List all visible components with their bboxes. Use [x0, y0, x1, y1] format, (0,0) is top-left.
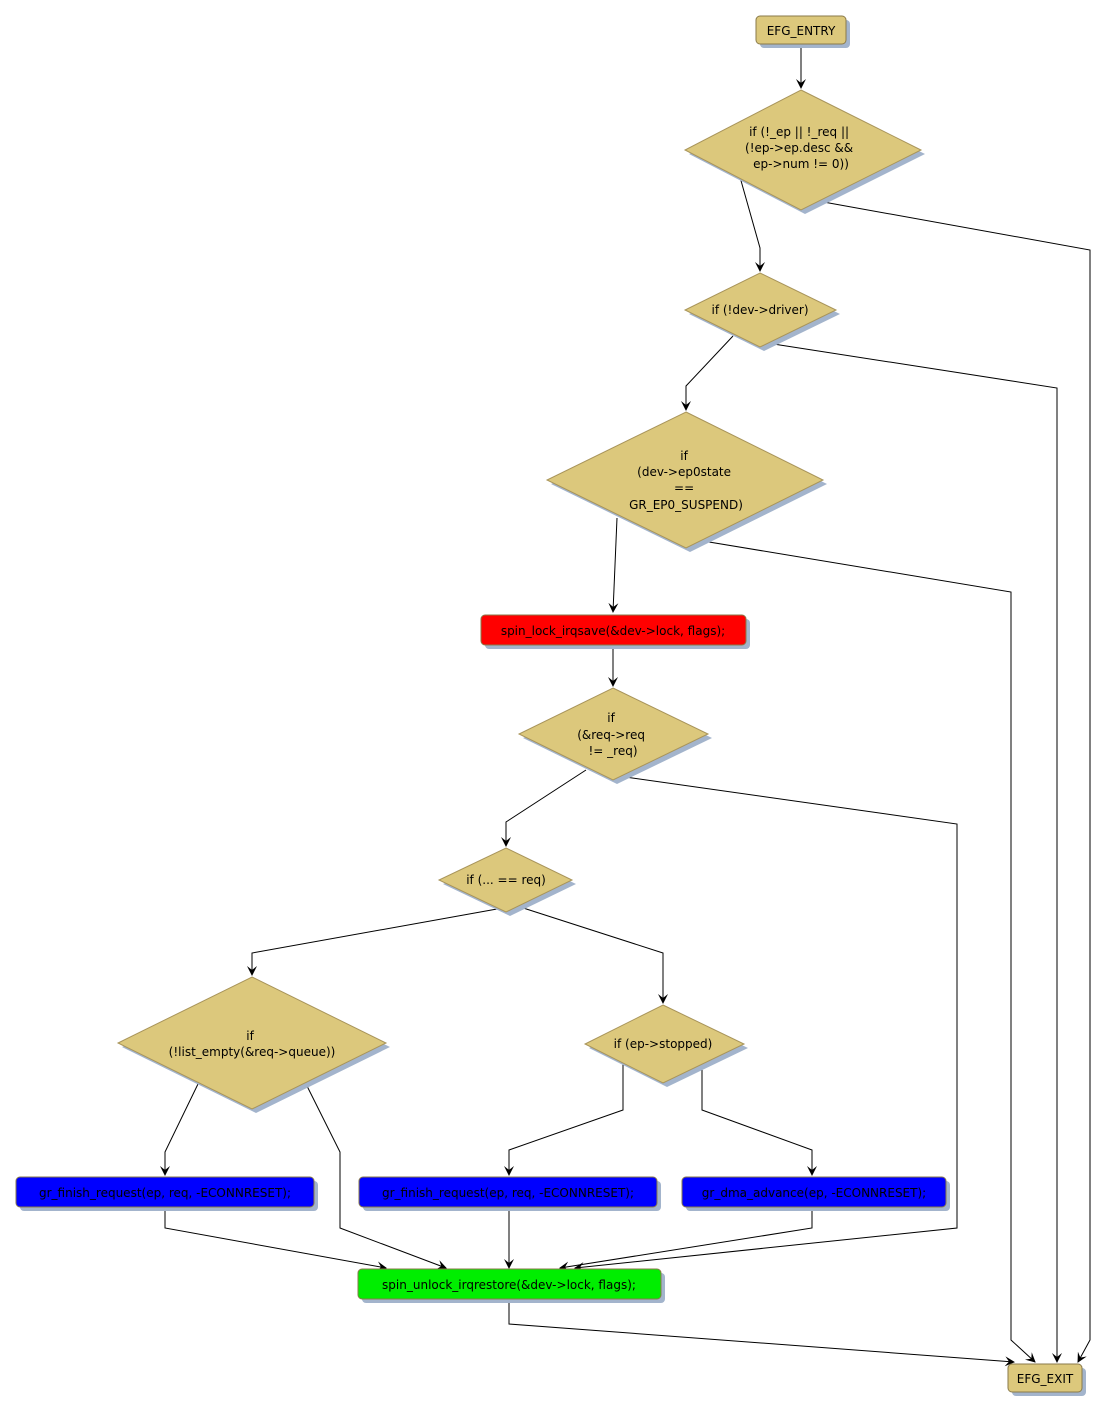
finish-request-node-1[interactable]: gr_finish_request(ep, req, -ECONNRESET); [15, 1176, 318, 1211]
decision-args-check-label: if (!_ep || !_req || (!ep->ep.desc && ep… [745, 125, 857, 171]
decision-suspend-check[interactable]: if (dev->ep0state == GR_EP0_SUSPEND) [545, 411, 827, 552]
unlock-statement-node[interactable]: spin_unlock_irqrestore(&dev->lock, flags… [357, 1268, 665, 1303]
edge-cond-list-empty-to-finish1 [160, 1083, 199, 1176]
edge-cond-list-empty-to-unlock [305, 1083, 447, 1270]
lock-statement-node[interactable]: spin_lock_irqsave(&dev->lock, flags); [480, 614, 750, 649]
decision-suspend-check-label: if (dev->ep0state == GR_EP0_SUSPEND) [629, 449, 743, 512]
finish-request-label-1: gr_finish_request(ep, req, -ECONNRESET); [39, 1186, 291, 1200]
finish-request-node-2[interactable]: gr_finish_request(ep, req, -ECONNRESET); [358, 1176, 661, 1211]
decision-stopped-check[interactable]: if (ep->stopped) [583, 1004, 748, 1087]
exit-node[interactable]: EFG_EXIT [1007, 1363, 1086, 1396]
decision-iter-check[interactable]: if (... == req) [437, 847, 576, 916]
edge-cond-suspend-to-exit [702, 540, 1036, 1363]
decision-list-empty-check[interactable]: if (!list_empty(&req->queue)) [116, 976, 390, 1113]
edge-cond-suspend-to-lock [608, 517, 619, 613]
edge-cond-stopped-to-finish2 [504, 1063, 624, 1176]
edge-cond-iter-to-cond-list-empty [247, 908, 498, 976]
decision-list-empty-check-label: if (!list_empty(&req->queue)) [169, 1029, 336, 1059]
edge-unlock-to-exit [508, 1300, 1015, 1367]
finish-request-label-2: gr_finish_request(ep, req, -ECONNRESET); [382, 1186, 634, 1200]
edge-cond-args-to-cond-driver [737, 169, 765, 272]
decision-driver-check-label: if (!dev->driver) [711, 303, 808, 317]
edge-cond-req-to-cond-iter [501, 769, 587, 847]
edge-cond-args-to-exit [817, 200, 1091, 1363]
decision-args-check[interactable]: if (!_ep || !_req || (!ep->ep.desc && ep… [683, 89, 925, 214]
edge-cond-iter-to-cond-stopped [516, 905, 668, 1004]
exit-label: EFG_EXIT [1017, 1372, 1074, 1386]
edge-dma-advance-to-unlock [559, 1207, 813, 1272]
decision-req-check-label: if (&req->req != _req) [577, 711, 649, 758]
edge-cond-req-to-unlock [574, 776, 958, 1273]
edge-cond-stopped-to-dma-advance [701, 1063, 817, 1176]
unlock-statement-label: spin_unlock_irqrestore(&dev->lock, flags… [382, 1278, 636, 1292]
dma-advance-node[interactable]: gr_dma_advance(ep, -ECONNRESET); [681, 1176, 950, 1211]
decision-req-check[interactable]: if (&req->req != _req) [517, 687, 712, 784]
edge-finish1-to-unlock [164, 1207, 387, 1272]
lock-statement-label: spin_lock_irqsave(&dev->lock, flags); [501, 624, 725, 638]
entry-node[interactable]: EFG_ENTRY [755, 15, 850, 48]
decision-iter-check-label: if (... == req) [466, 873, 546, 887]
dma-advance-label: gr_dma_advance(ep, -ECONNRESET); [702, 1186, 926, 1200]
decision-stopped-check-label: if (ep->stopped) [614, 1037, 713, 1051]
entry-label: EFG_ENTRY [767, 24, 836, 38]
edge-cond-driver-to-cond-suspend [681, 335, 734, 411]
edge-cond-driver-to-exit [766, 342, 1062, 1363]
edges [160, 47, 1091, 1367]
decision-driver-check[interactable]: if (!dev->driver) [683, 272, 840, 351]
